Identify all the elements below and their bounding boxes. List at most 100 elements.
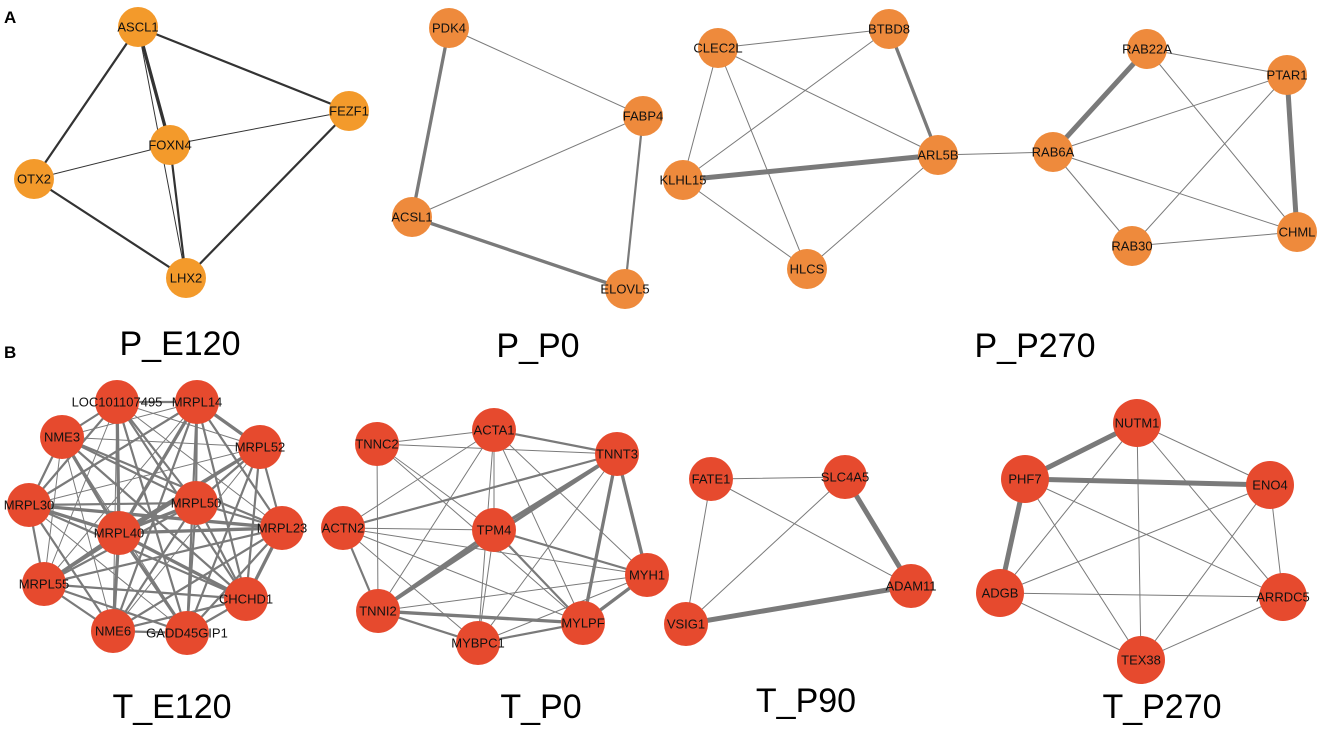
edge-tnnt3-mylpf xyxy=(581,452,619,625)
edge-mrpl52-chchd1 xyxy=(244,445,262,601)
node-ascl1[interactable] xyxy=(118,7,158,47)
node-label-chml: CHML xyxy=(1279,225,1316,240)
node-label-mrpl55: MRPL55 xyxy=(19,577,70,592)
node-label-mrpl30: MRPL30 xyxy=(4,498,55,513)
node-actn2[interactable] xyxy=(321,506,365,550)
network-title-p_e120: P_E120 xyxy=(120,325,241,363)
node-mrpl50[interactable] xyxy=(174,481,218,525)
node-label-actn2: ACTN2 xyxy=(322,521,365,536)
edge-acta1-myh1 xyxy=(493,429,648,576)
edge-mrpl40-mrpl23 xyxy=(117,526,284,535)
edge-tnnc2-tpm4 xyxy=(376,443,495,531)
node-otx2[interactable] xyxy=(14,159,54,199)
edge-mrpl14-mrpl30 xyxy=(27,400,199,507)
node-lhx2[interactable] xyxy=(166,258,206,298)
edge-nutm1-eno4 xyxy=(1136,422,1271,486)
node-rab22a[interactable] xyxy=(1127,29,1167,69)
node-tex38[interactable] xyxy=(1117,636,1165,684)
node-rab30[interactable] xyxy=(1112,226,1152,266)
node-nutm1[interactable] xyxy=(1113,399,1161,447)
edge-eno4-tex38 xyxy=(1140,484,1271,661)
edge-nme3-nme6 xyxy=(61,436,114,632)
node-label-clec2l: CLEC2L xyxy=(693,41,742,56)
node-tnnt3[interactable] xyxy=(595,432,639,476)
edge-fabp4-elovl5 xyxy=(623,114,645,291)
node-arl5b[interactable] xyxy=(918,135,958,175)
node-btbd8[interactable] xyxy=(869,9,909,49)
node-hlcs[interactable] xyxy=(787,249,827,289)
node-acta1[interactable] xyxy=(472,408,516,452)
node-fezf1[interactable] xyxy=(329,91,369,131)
node-adam11[interactable] xyxy=(889,564,933,608)
edge-mrpl14-chchd1 xyxy=(195,400,248,601)
node-arrdc5[interactable] xyxy=(1259,573,1307,621)
edge-mrpl50-mrpl30 xyxy=(27,501,198,507)
node-adgb[interactable] xyxy=(976,569,1024,617)
node-fabp4[interactable] xyxy=(623,96,663,136)
node-mrpl55[interactable] xyxy=(22,562,66,606)
node-foxn4[interactable] xyxy=(150,125,190,165)
edge-acta1-actn2 xyxy=(342,429,495,529)
edge-klhl15-hlcs xyxy=(682,179,808,270)
edge-nme3-mrpl50 xyxy=(60,435,198,505)
node-phf7[interactable] xyxy=(1001,455,1049,503)
edge-mrpl52-nme6 xyxy=(112,446,261,632)
edge-eno4-adgb xyxy=(999,484,1271,594)
edge-myh1-tnni2 xyxy=(377,574,648,612)
node-acsl1[interactable] xyxy=(392,197,432,237)
network-title-p_p0: P_P0 xyxy=(496,327,579,365)
edge-acta1-mylpf xyxy=(493,429,584,624)
node-klhl15[interactable] xyxy=(663,160,703,200)
node-mrpl30[interactable] xyxy=(7,483,51,527)
node-label-tex38: TEX38 xyxy=(1121,653,1161,668)
edge-phf7-arrdc5 xyxy=(1024,478,1284,598)
node-chchd1[interactable] xyxy=(224,577,268,621)
node-mrpl14[interactable] xyxy=(175,380,219,424)
node-label-pdk4: PDK4 xyxy=(432,21,466,36)
node-label-mylpf: MYLPF xyxy=(561,616,604,631)
edge-nme3-mrpl55 xyxy=(43,436,63,585)
edge-tnni2-mylpf xyxy=(376,609,585,625)
node-tnnc2[interactable] xyxy=(355,422,399,466)
edge-fezf1-foxn4 xyxy=(169,110,350,146)
node-nme3[interactable] xyxy=(40,415,84,459)
node-label-arrdc5: ARRDC5 xyxy=(1256,590,1309,605)
node-mrpl52[interactable] xyxy=(238,425,282,469)
node-fate1[interactable] xyxy=(689,457,733,501)
node-label-elovl5: ELOVL5 xyxy=(600,282,649,297)
node-eno4[interactable] xyxy=(1246,461,1294,509)
network-title-t_e120: T_E120 xyxy=(112,688,231,726)
node-elovl5[interactable] xyxy=(605,269,645,309)
node-myh1[interactable] xyxy=(625,553,669,597)
edge-mrpl30-mrpl23 xyxy=(27,503,284,530)
node-label-rab6a: RAB6A xyxy=(1032,145,1075,160)
node-rab6a[interactable] xyxy=(1033,132,1073,172)
node-label-adgb: ADGB xyxy=(982,586,1019,601)
edge-mrpl52-mrpl30 xyxy=(28,446,261,506)
node-loc101107495[interactable] xyxy=(95,380,139,424)
node-mrpl40[interactable] xyxy=(97,511,141,555)
node-vsig1[interactable] xyxy=(664,602,708,646)
node-gadd45gip1[interactable] xyxy=(165,611,209,655)
edge-mrpl14-mrpl40 xyxy=(117,400,199,535)
node-mylpf[interactable] xyxy=(561,601,605,645)
node-tpm4[interactable] xyxy=(472,508,516,552)
edge-arl5b-hlcs xyxy=(806,154,939,270)
node-mybpc1[interactable] xyxy=(456,621,500,665)
edge-nutm1-adgb xyxy=(999,422,1138,594)
node-slc4a5[interactable] xyxy=(823,455,867,499)
node-nme6[interactable] xyxy=(91,609,135,653)
node-label-eno4: ENO4 xyxy=(1252,478,1287,493)
edge-btbd8-arl5b xyxy=(887,27,940,157)
node-label-lhx2: LHX2 xyxy=(170,271,203,286)
edge-clec2l-btbd8 xyxy=(717,28,890,49)
node-ptar1[interactable] xyxy=(1267,55,1307,95)
node-pdk4[interactable] xyxy=(429,8,469,48)
node-tnni2[interactable] xyxy=(356,589,400,633)
node-mrpl23[interactable] xyxy=(260,506,304,550)
node-clec2l[interactable] xyxy=(698,28,738,68)
edge-mrpl23-nme6 xyxy=(111,526,284,633)
edge-ptar1-chml xyxy=(1284,72,1300,235)
node-label-nutm1: NUTM1 xyxy=(1115,416,1160,431)
node-chml[interactable] xyxy=(1277,212,1317,252)
